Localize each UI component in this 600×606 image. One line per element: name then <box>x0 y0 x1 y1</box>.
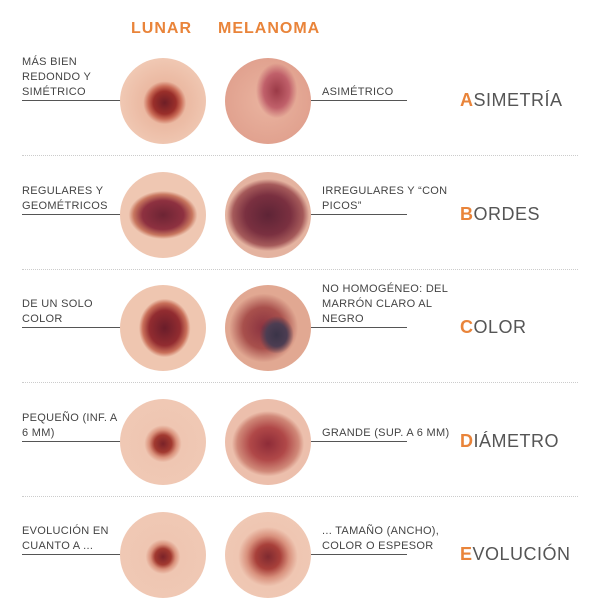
header-lunar: LUNAR <box>131 20 192 37</box>
criterion-letter: E <box>460 544 473 564</box>
criterion-word: IÁMETRO <box>473 430 560 451</box>
melanoma-description: ASIMÉTRICO <box>322 86 394 98</box>
criterion-letter: C <box>460 317 474 337</box>
criterion-row: DE UN SOLO COLOR NO HOMOGÉNEO: DEL MARRÓ… <box>0 277 600 391</box>
lunar-image <box>120 398 206 485</box>
lunar-image <box>120 285 206 371</box>
criterion-row: EVOLUCIÓN EN CUANTO A ... ... TAMAÑO (AN… <box>0 504 600 606</box>
criterion-title: ASIMETRÍA <box>460 90 563 111</box>
lunar-leader-line <box>22 440 122 442</box>
melanoma-leader-line <box>311 100 407 101</box>
criterion-title: COLOR <box>460 317 527 338</box>
melanoma-image <box>225 171 311 258</box>
row-separator <box>22 382 578 383</box>
lunar-description: REGULARES Y GEOMÉTRICOS <box>22 184 108 212</box>
row-separator <box>22 155 578 156</box>
melanoma-leader-line <box>311 327 407 328</box>
criterion-word: ORDES <box>473 203 541 224</box>
lunar-description: PEQUEÑO (INF. A 6 MM) <box>22 411 117 439</box>
row-separator <box>22 495 578 497</box>
criterion-row: MÁS BIEN REDONDO Y SIMÉTRICO ASIMÉTRICO … <box>0 50 600 164</box>
melanoma-image <box>225 285 311 371</box>
criterion-word: SIMETRÍA <box>473 90 563 110</box>
melanoma-image <box>225 58 311 144</box>
lunar-leader-line <box>22 327 122 328</box>
criterion-letter: A <box>460 90 474 110</box>
melanoma-description: NO HOMOGÉNEO: DEL MARRÓN CLARO AL NEGRO <box>322 283 448 325</box>
melanoma-description: IRREGULARES Y “CON PICOS” <box>322 184 448 212</box>
criterion-word: VOLUCIÓN <box>472 544 571 564</box>
melanoma-description: GRANDE (SUP. A 6 MM) <box>322 426 450 439</box>
melanoma-leader-line <box>311 554 407 555</box>
header-melanoma: MELANOMA <box>218 20 321 37</box>
lunar-description: MÁS BIEN REDONDO Y SIMÉTRICO <box>22 56 91 98</box>
criterion-letter: D <box>460 430 474 451</box>
criterion-letter: B <box>460 203 474 224</box>
criterion-row: PEQUEÑO (INF. A 6 MM) GRANDE (SUP. A 6 M… <box>0 391 600 505</box>
lunar-description: DE UN SOLO COLOR <box>22 298 93 325</box>
melanoma-leader-line <box>311 440 407 442</box>
lunar-image <box>120 171 206 258</box>
row-separator <box>22 268 578 270</box>
melanoma-image <box>225 398 311 485</box>
melanoma-leader-line <box>311 213 407 215</box>
lunar-leader-line <box>22 554 122 555</box>
criterion-title: DIÁMETRO <box>460 431 559 452</box>
criterion-title: EVOLUCIÓN <box>460 544 571 565</box>
melanoma-image <box>225 512 311 598</box>
lunar-description: EVOLUCIÓN EN CUANTO A ... <box>22 525 109 552</box>
criterion-row: REGULARES Y GEOMÉTRICOS IRREGULARES Y “C… <box>0 164 600 278</box>
criterion-title: BORDES <box>460 204 540 225</box>
lunar-leader-line <box>22 100 122 101</box>
lunar-image <box>120 58 206 144</box>
melanoma-description: ... TAMAÑO (ANCHO), COLOR O ESPESOR <box>322 525 440 552</box>
criterion-word: OLOR <box>473 317 527 337</box>
lunar-image <box>120 512 206 598</box>
lunar-leader-line <box>22 213 122 215</box>
